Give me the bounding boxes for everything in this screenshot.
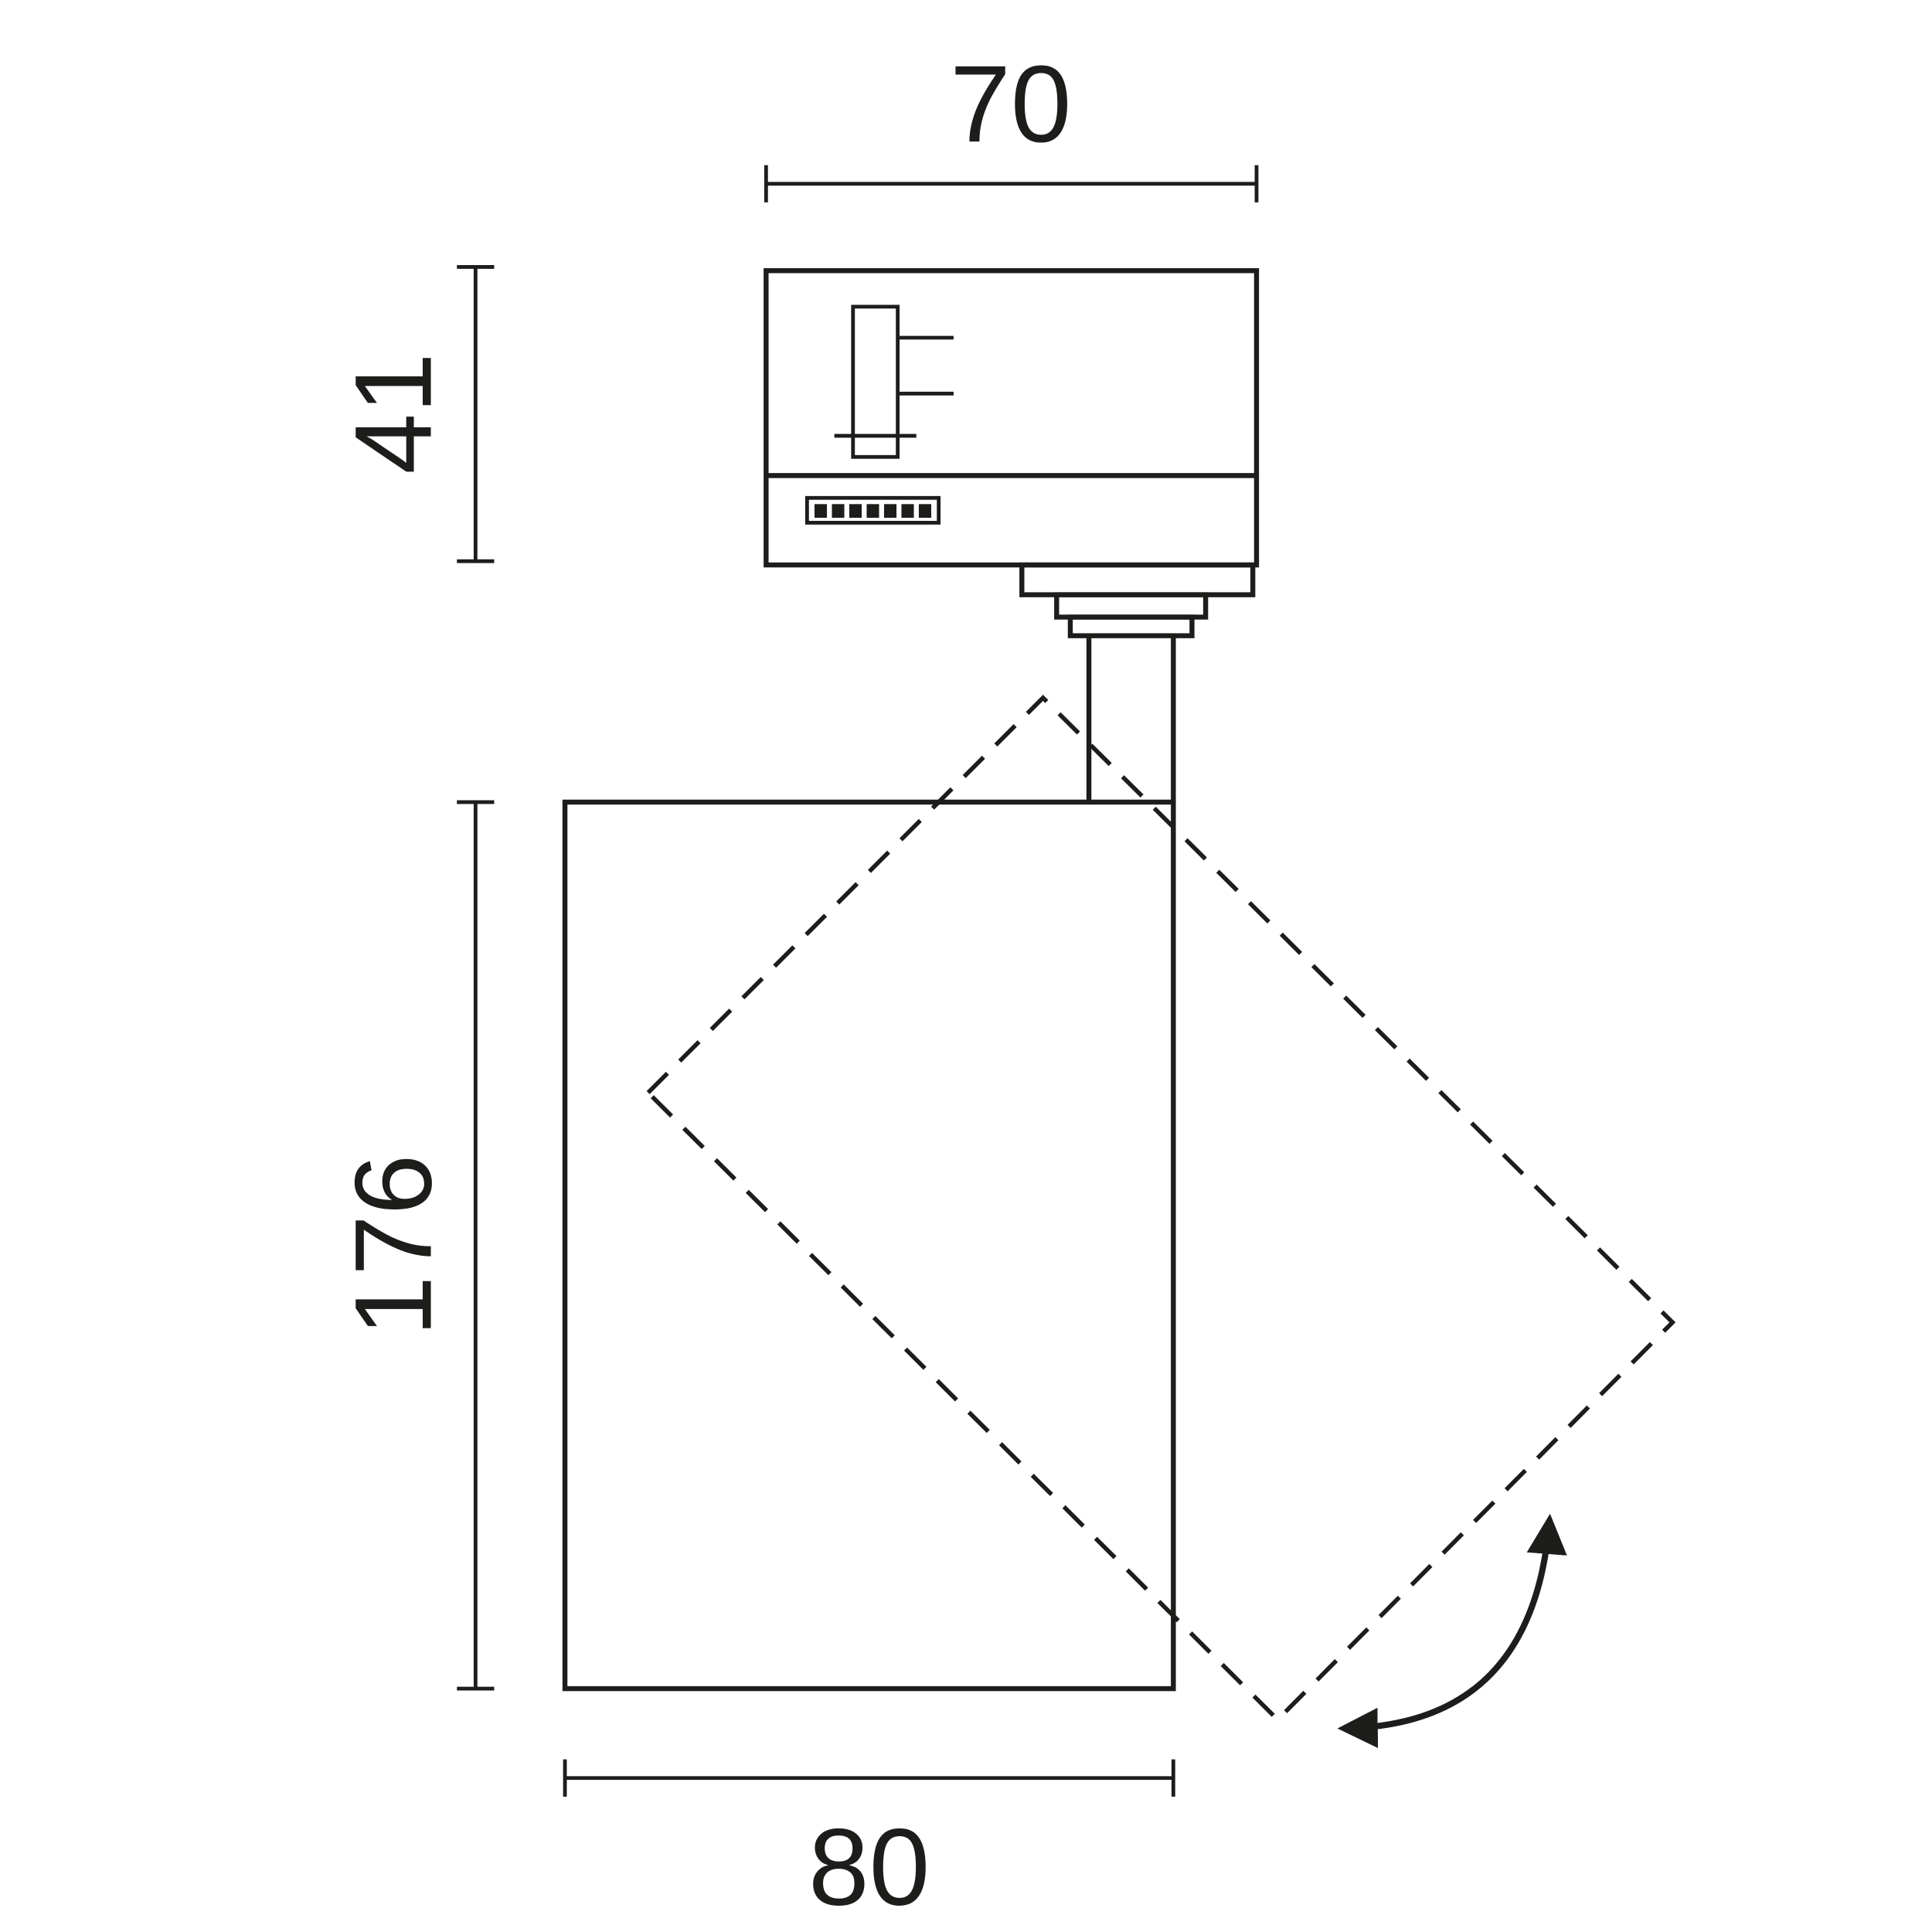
rotation-arrow — [1337, 1513, 1567, 1749]
dimension-body-height: 176 — [332, 800, 495, 1691]
terminal-cell — [866, 504, 879, 518]
adapter-housing — [764, 268, 1260, 568]
terminal-cell — [918, 504, 932, 518]
terminal-cell — [814, 504, 828, 518]
terminal-cell — [849, 504, 862, 518]
rotated-body-dashed-rect — [645, 694, 1676, 1723]
spotlight-body — [562, 799, 1176, 1692]
contact-pin — [851, 304, 900, 459]
neck-step-1 — [1019, 562, 1256, 597]
terminal-block-outline — [804, 495, 941, 525]
terminal-cell — [883, 504, 897, 518]
terminal-block — [804, 495, 941, 525]
neck-step-3 — [1067, 614, 1195, 638]
dimension-label-body-width: 80 — [808, 1806, 930, 1928]
neck-step-2 — [1054, 592, 1209, 620]
rotation-arc — [1337, 1513, 1567, 1749]
body-outline — [562, 799, 1176, 1692]
terminal-cell — [832, 504, 845, 518]
dimension-label-top-width: 70 — [950, 43, 1071, 165]
dimension-adapter-height: 41 — [332, 265, 495, 563]
rotated-body-outline — [645, 694, 1676, 1723]
adapter-neck — [1019, 562, 1256, 802]
dimension-label-adapter-height: 41 — [332, 352, 454, 474]
dimension-body-width: 80 — [563, 1759, 1175, 1928]
dimension-top-width: 70 — [764, 43, 1259, 202]
terminal-cell — [901, 504, 914, 518]
track-adapter — [764, 268, 1260, 568]
dimension-label-body-height: 176 — [332, 1155, 454, 1337]
